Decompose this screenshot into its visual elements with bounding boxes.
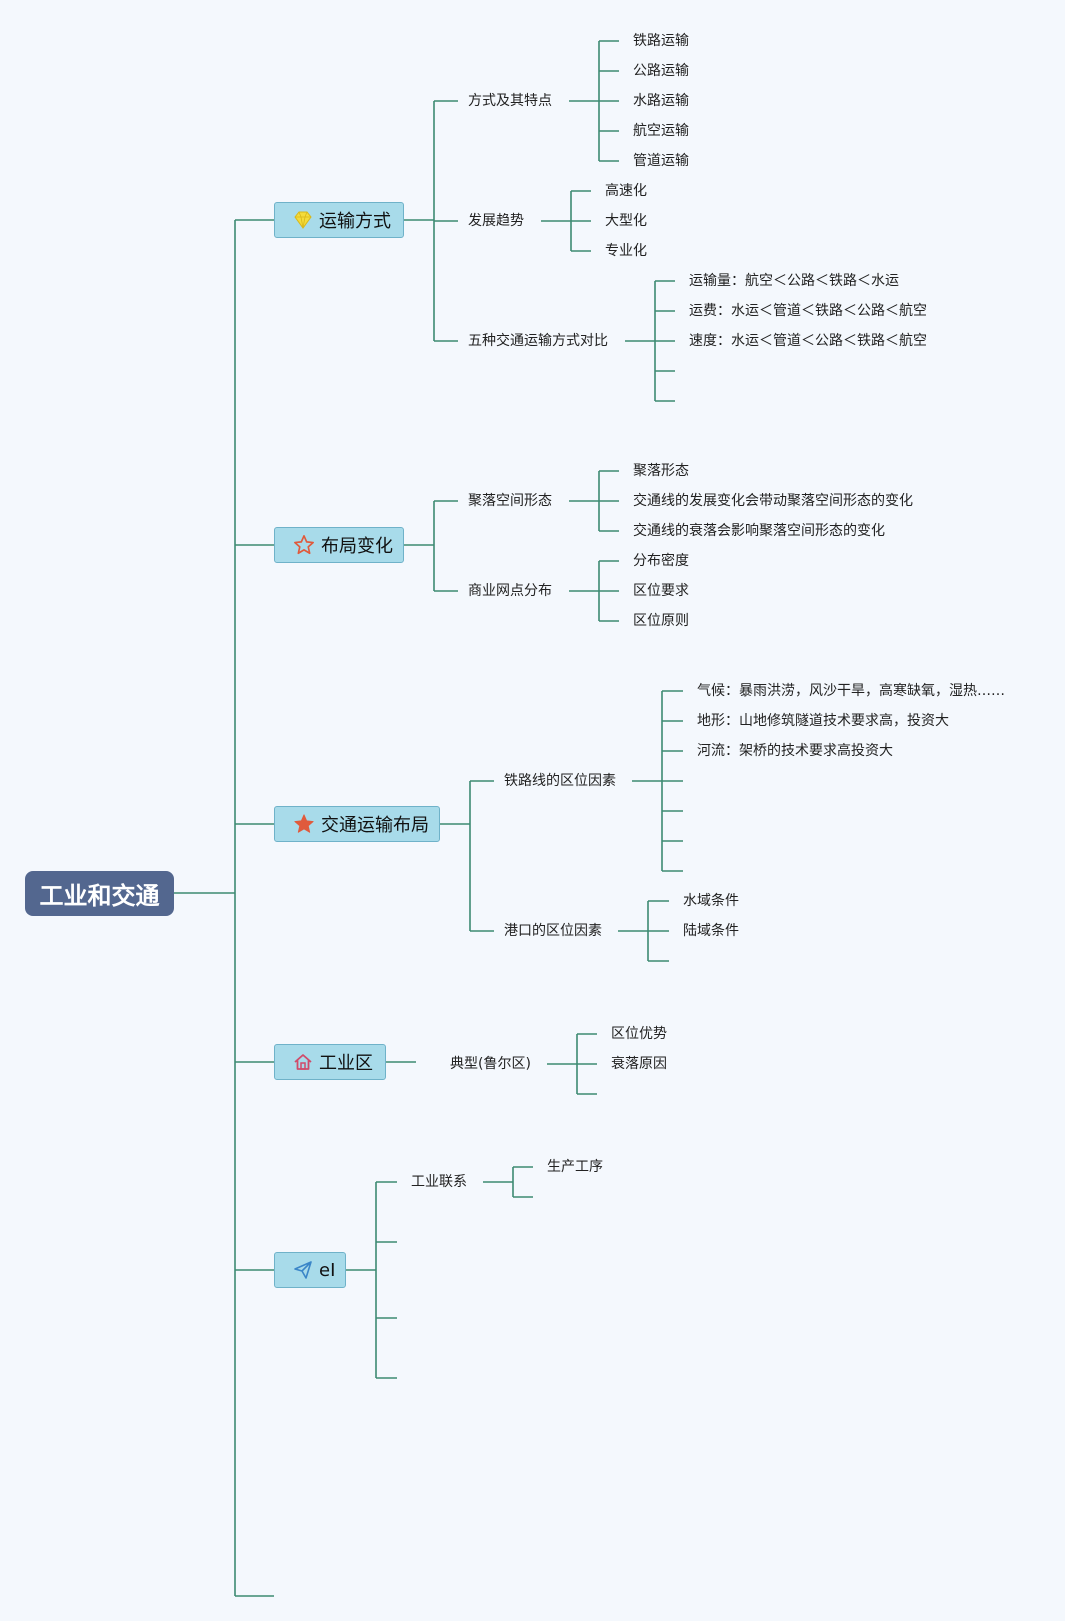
leaf-node[interactable]: 区位优势 bbox=[611, 1026, 667, 1042]
leaf-node[interactable]: 运输量：航空＜公路＜铁路＜水运 bbox=[689, 273, 899, 289]
branch-port-factors[interactable]: 港口的区位因素 bbox=[504, 923, 602, 939]
leaf-node[interactable]: 分布密度 bbox=[633, 553, 689, 569]
branch-modes-features[interactable]: 方式及其特点 bbox=[468, 93, 552, 109]
gem-icon bbox=[293, 209, 313, 231]
leaf-node[interactable]: 水路运输 bbox=[633, 93, 689, 109]
branch-settlement-form[interactable]: 聚落空间形态 bbox=[468, 493, 552, 509]
branch-five-modes-comparison[interactable]: 五种交通运输方式对比 bbox=[468, 333, 608, 349]
root-node[interactable]: 工业和交通 bbox=[25, 871, 174, 916]
star-outline-icon bbox=[293, 534, 315, 556]
branch-typical-ruhr[interactable]: 典型(鲁尔区) bbox=[450, 1056, 531, 1072]
leaf-node[interactable]: 专业化 bbox=[605, 243, 647, 259]
leaf-node[interactable]: 区位要求 bbox=[633, 583, 689, 599]
leaf-node[interactable]: 公路运输 bbox=[633, 63, 689, 79]
leaf-node[interactable]: 河流：架桥的技术要求高投资大 bbox=[697, 743, 893, 759]
topic-ei[interactable]: eI bbox=[274, 1252, 346, 1288]
leaf-node[interactable]: 气候：暴雨洪涝，风沙干旱，高寒缺氧，湿热…… bbox=[697, 683, 1005, 699]
star-icon bbox=[293, 813, 315, 835]
leaf-node[interactable]: 生产工序 bbox=[547, 1159, 603, 1175]
topic-label: 工业区 bbox=[319, 1053, 373, 1074]
branch-development-trend[interactable]: 发展趋势 bbox=[468, 213, 524, 229]
leaf-node[interactable]: 速度：水运＜管道＜公路＜铁路＜航空 bbox=[689, 333, 927, 349]
topic-label: eI bbox=[319, 1259, 336, 1281]
paper-plane-icon bbox=[293, 1259, 313, 1281]
leaf-node[interactable]: 聚落形态 bbox=[633, 463, 689, 479]
leaf-node[interactable]: 水域条件 bbox=[683, 893, 739, 909]
leaf-node[interactable]: 铁路运输 bbox=[633, 33, 689, 49]
leaf-node[interactable]: 交通线的衰落会影响聚落空间形态的变化 bbox=[633, 523, 885, 539]
branch-railway-factors[interactable]: 铁路线的区位因素 bbox=[504, 773, 616, 789]
house-icon bbox=[293, 1051, 313, 1073]
leaf-node[interactable]: 衰落原因 bbox=[611, 1056, 667, 1072]
topic-transport-modes[interactable]: 运输方式 bbox=[274, 202, 404, 238]
leaf-node[interactable]: 陆域条件 bbox=[683, 923, 739, 939]
leaf-node[interactable]: 大型化 bbox=[605, 213, 647, 229]
leaf-node[interactable]: 区位原则 bbox=[633, 613, 689, 629]
connector-path bbox=[174, 40, 683, 1597]
topic-layout-change[interactable]: 布局变化 bbox=[274, 527, 404, 563]
leaf-node[interactable]: 交通线的发展变化会带动聚落空间形态的变化 bbox=[633, 493, 913, 509]
topic-transport-layout[interactable]: 交通运输布局 bbox=[274, 806, 440, 842]
leaf-node[interactable]: 航空运输 bbox=[633, 123, 689, 139]
topic-label: 交通运输布局 bbox=[321, 815, 429, 836]
topic-label: 运输方式 bbox=[319, 211, 391, 232]
leaf-node[interactable]: 地形：山地修筑隧道技术要求高，投资大 bbox=[697, 713, 949, 729]
topic-label: 布局变化 bbox=[321, 536, 393, 557]
leaf-node[interactable]: 管道运输 bbox=[633, 153, 689, 169]
leaf-node[interactable]: 运费：水运＜管道＜铁路＜公路＜航空 bbox=[689, 303, 927, 319]
branch-commercial-network[interactable]: 商业网点分布 bbox=[468, 583, 552, 599]
topic-industrial-zone[interactable]: 工业区 bbox=[274, 1044, 386, 1080]
root-label: 工业和交通 bbox=[39, 882, 160, 910]
leaf-node[interactable]: 高速化 bbox=[605, 183, 647, 199]
branch-industrial-linkage[interactable]: 工业联系 bbox=[411, 1174, 467, 1190]
